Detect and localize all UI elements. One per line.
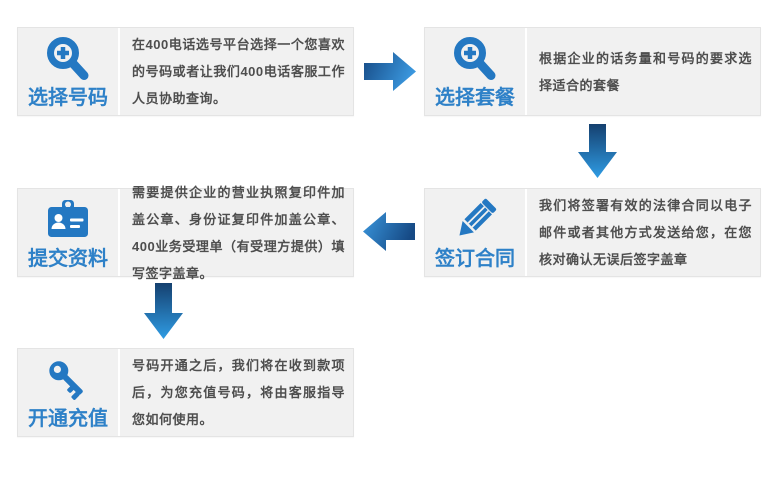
step-card-sign-contract: 签订合同 我们将签署有效的法律合同以电子邮件或者其他方式发送给您，在您核对确认无… <box>424 188 761 277</box>
step-card-select-number: 选择号码 在400电话选号平台选择一个您喜欢的号码或者让我们400电话客服工作人… <box>17 27 354 116</box>
arrow-right-icon <box>364 51 416 97</box>
arrow-left-icon <box>363 211 415 257</box>
step-card-select-package: 选择套餐 根据企业的话务量和号码的要求选择适合的套餐 <box>424 27 761 116</box>
step-icon-panel: 选择号码 <box>18 28 120 115</box>
step-card-activate-recharge: 开通充值 号码开通之后，我们将在收到款项后，为您充值号码，将由客服指导您如何使用… <box>17 348 354 437</box>
step-label: 签订合同 <box>435 248 515 270</box>
step-icon-panel: 选择套餐 <box>425 28 527 115</box>
step-icon-panel: 提交资料 <box>18 189 120 276</box>
step-card-submit-materials: 提交资料 需要提供企业的营业执照复印件加盖公章、身份证复印件加盖公章、400业务… <box>17 184 354 281</box>
id-badge-icon <box>44 196 92 247</box>
step-label: 开通充值 <box>28 408 108 430</box>
step-description: 需要提供企业的营业执照复印件加盖公章、身份证复印件加盖公章、400业务受理单（有… <box>132 184 345 281</box>
step-label: 选择套餐 <box>435 87 515 109</box>
step-description: 根据企业的话务量和号码的要求选择适合的套餐 <box>539 50 752 93</box>
step-label: 提交资料 <box>28 248 108 270</box>
arrow-down-icon <box>143 283 184 344</box>
step-description: 我们将签署有效的法律合同以电子邮件或者其他方式发送给您，在您核对确认无误后签字盖… <box>539 198 752 267</box>
arrow-down-icon <box>577 124 618 183</box>
pencil-icon <box>451 196 499 247</box>
step-icon-panel: 开通充值 <box>18 349 120 436</box>
key-icon <box>44 356 92 407</box>
step-label: 选择号码 <box>28 87 108 109</box>
step-description: 在400电话选号平台选择一个您喜欢的号码或者让我们400电话客服工作人员协助查询… <box>132 37 345 106</box>
step-description: 号码开通之后，我们将在收到款项后，为您充值号码，将由客服指导您如何使用。 <box>132 358 345 427</box>
zoom-in-icon <box>451 35 499 86</box>
step-icon-panel: 签订合同 <box>425 189 527 276</box>
zoom-in-icon <box>44 35 92 86</box>
